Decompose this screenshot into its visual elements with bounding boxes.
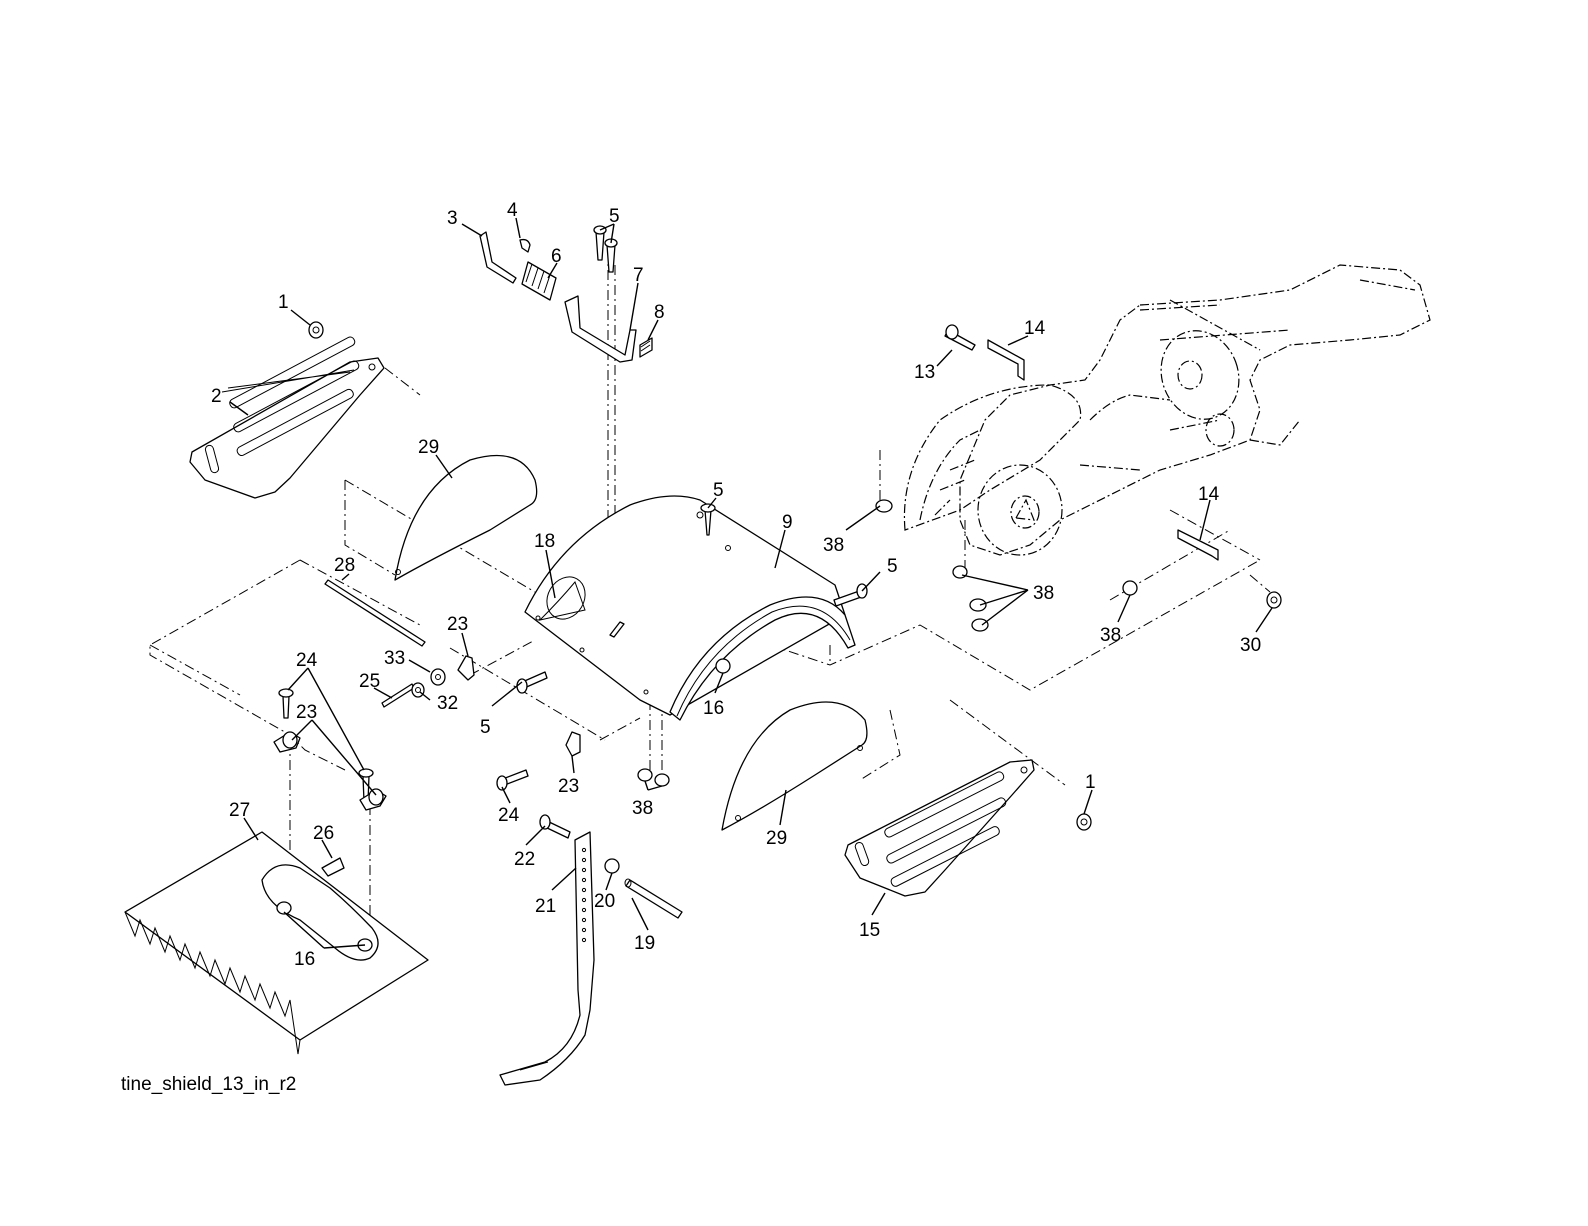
- depth-bar-holes: [581, 847, 587, 943]
- left-flap: [394, 454, 538, 581]
- callout-14-upper: 14: [1024, 318, 1046, 339]
- brackets: [273, 339, 1219, 811]
- callout-labels: 1 2 3 4 5 6 7 8 29 5 9 18 28 23 24 33 25…: [211, 200, 1261, 970]
- callout-7: 7: [633, 265, 644, 286]
- shield-latch-assembly: [479, 231, 653, 363]
- main-tine-shield: [524, 495, 856, 721]
- callout-33: 33: [384, 648, 405, 669]
- callout-5-left: 5: [480, 717, 491, 738]
- callout-38-far-right: 38: [1100, 625, 1121, 646]
- callout-20: 20: [594, 891, 615, 912]
- callout-1-right-plate-nut: 1: [1085, 772, 1096, 793]
- right-side-plate: [844, 759, 1035, 897]
- callout-25: 25: [359, 671, 380, 692]
- leader-lines: [229, 217, 1273, 949]
- depth-bar: [499, 831, 595, 1086]
- depth-bar-pin: [624, 878, 683, 919]
- callout-26: 26: [313, 823, 334, 844]
- callout-4: 4: [507, 200, 518, 221]
- nuts-and-washers: [276, 321, 1282, 952]
- rear-flap: [124, 831, 429, 1055]
- callout-5-top: 5: [609, 206, 620, 227]
- tiller-transmission-phantom: [903, 264, 1431, 556]
- callout-23-lower: 23: [558, 776, 579, 797]
- right-flap: [721, 701, 868, 831]
- callout-6: 6: [551, 246, 562, 267]
- callout-5-right: 5: [887, 556, 898, 577]
- callout-38-upper: 38: [823, 535, 844, 556]
- callout-24-left: 24: [296, 650, 318, 671]
- callout-2: 2: [211, 386, 222, 407]
- callout-24-lower: 24: [498, 805, 520, 826]
- callout-16-flap: 16: [294, 949, 315, 970]
- callout-38-right: 38: [1033, 583, 1054, 604]
- callout-9: 9: [782, 512, 793, 533]
- callout-19: 19: [634, 933, 655, 954]
- callout-15: 15: [859, 920, 880, 941]
- callout-8: 8: [654, 302, 665, 323]
- callout-32: 32: [437, 693, 458, 714]
- callout-23-upper: 23: [447, 614, 468, 635]
- callout-27: 27: [229, 800, 250, 821]
- callout-23-left: 23: [296, 702, 317, 723]
- left-side-plate: [189, 336, 385, 499]
- callout-22: 22: [514, 849, 535, 870]
- callout-16-shield: 16: [703, 698, 724, 719]
- callout-5-shield-top: 5: [713, 480, 724, 501]
- diagram-caption: tine_shield_13_in_r2: [121, 1074, 297, 1095]
- callout-38-lower: 38: [632, 798, 653, 819]
- bolts: [278, 225, 976, 839]
- hinge-rod: [324, 579, 426, 647]
- callout-29-left: 29: [418, 437, 439, 458]
- callout-30: 30: [1240, 635, 1261, 656]
- callout-18: 18: [534, 531, 555, 552]
- callout-29-right: 29: [766, 828, 787, 849]
- callout-21: 21: [535, 896, 556, 917]
- callout-14-lower: 14: [1198, 484, 1220, 505]
- callout-28: 28: [334, 555, 355, 576]
- callout-3: 3: [447, 208, 458, 229]
- callout-13: 13: [914, 362, 935, 383]
- callout-1-left-plate-nut: 1: [278, 292, 289, 313]
